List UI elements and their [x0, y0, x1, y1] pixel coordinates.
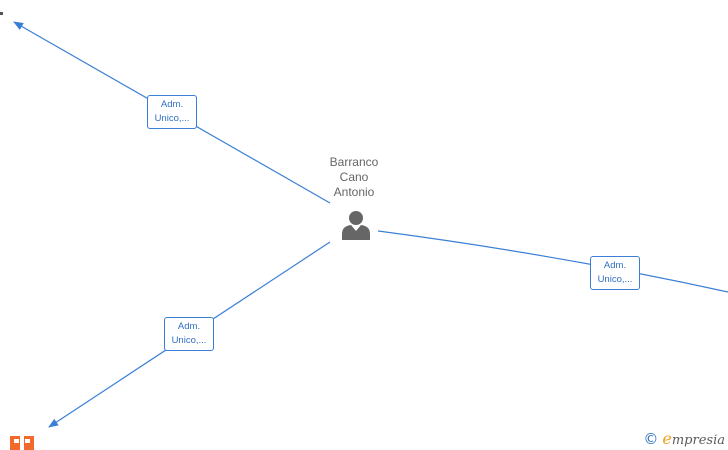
- company-building-icon[interactable]: [10, 436, 34, 450]
- brand-rest: mpresia: [671, 433, 725, 448]
- person-name[interactable]: Barranco Cano Antonio: [318, 155, 390, 200]
- copyright-icon: ©: [643, 430, 659, 448]
- relation-role: Adm.: [177, 321, 201, 332]
- relation-label-top-left[interactable]: Adm. Unico,...: [147, 95, 197, 129]
- person-name-line1: Barranco: [329, 155, 379, 169]
- empresia-watermark: © empresia: [643, 429, 725, 449]
- relation-role: Adm.: [603, 260, 627, 271]
- brand-logo: empresia: [662, 429, 725, 449]
- company-node-top-left[interactable]: [0, 12, 3, 15]
- edge-right: [377, 230, 728, 293]
- relation-label-right[interactable]: Adm. Unico,...: [590, 256, 640, 290]
- brand-initial: e: [662, 429, 672, 448]
- relation-detail: Unico,...: [597, 274, 633, 285]
- relation-role: Adm.: [160, 99, 184, 110]
- person-icon[interactable]: [340, 210, 372, 240]
- relation-detail: Unico,...: [171, 335, 207, 346]
- relation-detail: Unico,...: [154, 113, 190, 124]
- person-name-line3: Antonio: [333, 185, 375, 199]
- relation-label-bottom-left[interactable]: Adm. Unico,...: [164, 317, 214, 351]
- person-name-line2: Cano: [339, 170, 369, 184]
